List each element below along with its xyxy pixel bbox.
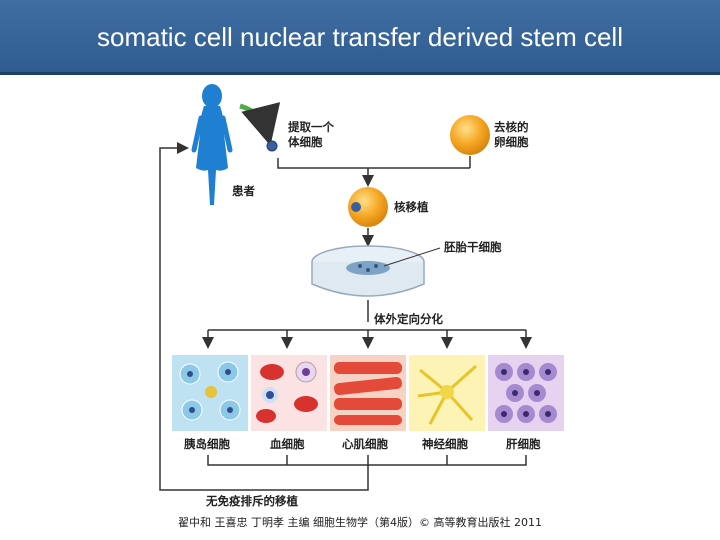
neuron-panel xyxy=(409,355,485,431)
islet-cell-panel xyxy=(172,355,248,431)
label-islet-cell: 胰岛细胞 xyxy=(184,437,230,452)
label-embryonic-stem-cell: 胚胎干细胞 xyxy=(444,240,502,255)
citation: 翟中和 王喜忠 丁明孝 主编 细胞生物学（第4版）© 高等教育出版社 2011 xyxy=(0,514,720,530)
enucleated-egg-icon xyxy=(450,115,490,155)
somatic-cell-icon xyxy=(267,141,277,151)
liver-cell-panel xyxy=(488,355,564,431)
label-nuclear-transfer: 核移植 xyxy=(394,200,429,215)
branch-lines xyxy=(208,330,526,346)
label-cardiomyocyte: 心肌细胞 xyxy=(342,437,388,452)
patient-silhouette-icon xyxy=(194,84,230,205)
merge-lines xyxy=(278,156,470,184)
label-directed-differentiation: 体外定向分化 xyxy=(374,312,443,327)
label-blood-cell: 血细胞 xyxy=(270,437,305,452)
green-extract-arrow-icon xyxy=(240,106,268,136)
petri-dish-icon xyxy=(312,246,440,296)
cardiomyocyte-panel xyxy=(330,355,406,431)
label-enucleated-egg: 去核的卵细胞 xyxy=(494,120,529,150)
reconstructed-egg-icon xyxy=(348,187,388,227)
label-extract-cell: 提取一个体细胞 xyxy=(288,120,334,150)
label-liver-cell: 肝细胞 xyxy=(506,437,541,452)
label-neuron: 神经细胞 xyxy=(422,437,468,452)
label-patient: 患者 xyxy=(232,184,255,199)
blood-cell-panel xyxy=(251,355,327,431)
label-transplant: 无免疫排斥的移植 xyxy=(206,494,298,509)
